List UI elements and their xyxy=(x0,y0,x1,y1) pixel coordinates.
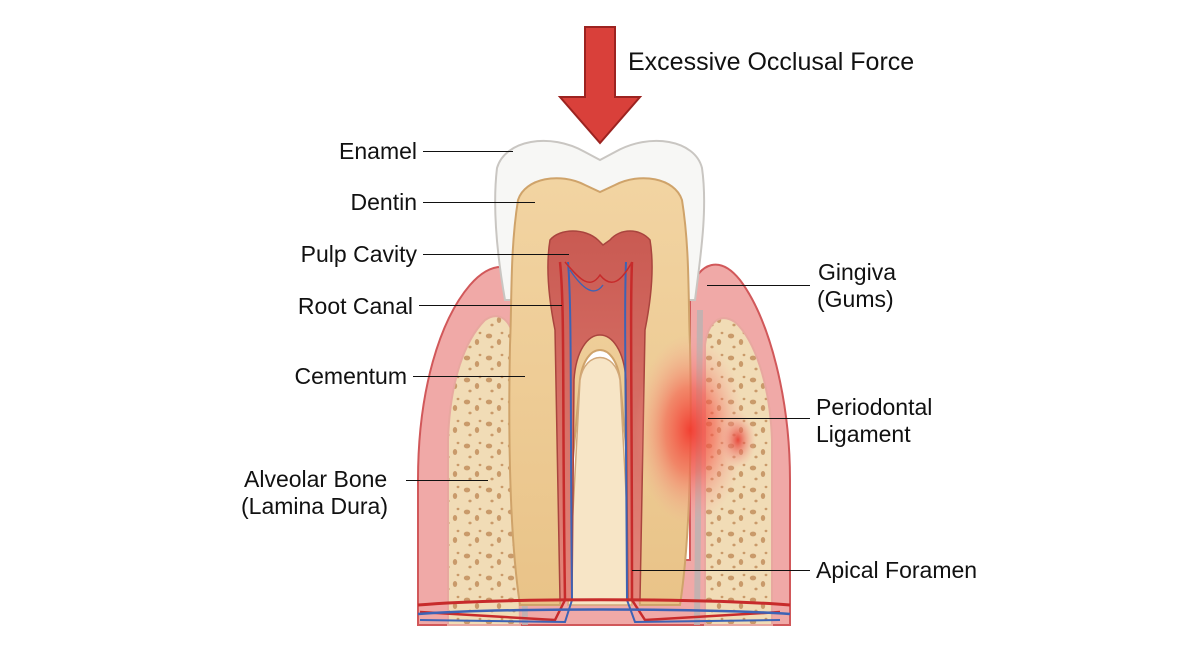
label-gingiva: Gingiva xyxy=(818,259,896,285)
vein-right xyxy=(624,261,781,624)
leader-cementum xyxy=(413,376,525,377)
label-periodontal: Periodontal xyxy=(816,394,933,420)
leader-enamel xyxy=(423,151,513,152)
leader-pulp-cavity xyxy=(423,254,569,255)
base-vein xyxy=(417,608,791,616)
vein-left xyxy=(419,261,574,624)
label-pulp-cavity: Pulp Cavity xyxy=(300,241,417,267)
label-dentin: Dentin xyxy=(350,189,417,215)
label-ligament: Ligament xyxy=(816,421,911,447)
label-enamel: Enamel xyxy=(339,138,417,164)
force-arrow xyxy=(557,26,643,145)
inflammation-spot xyxy=(720,412,756,468)
label-root-canal: Root Canal xyxy=(297,293,413,319)
force-label: Excessive Occlusal Force xyxy=(628,48,915,76)
label-alveolar-bone: Alveolar Bone xyxy=(244,466,388,492)
label-apical-foramen: Apical Foramen xyxy=(816,557,978,583)
label-lamina-dura: (Lamina Dura) xyxy=(241,493,388,519)
label-cementum: Cementum xyxy=(294,363,407,389)
leader-gingiva xyxy=(707,285,810,286)
artery-right xyxy=(629,261,781,622)
leader-periodontal xyxy=(708,418,810,419)
leader-alveolar-bone xyxy=(406,480,488,481)
artery-left xyxy=(419,261,567,622)
base-artery xyxy=(417,598,791,607)
label-gums: (Gums) xyxy=(817,286,894,312)
leader-dentin xyxy=(423,202,535,203)
inflammation-glow xyxy=(635,335,745,525)
leader-root-canal xyxy=(419,305,562,306)
leader-apical-foramen xyxy=(632,570,810,571)
